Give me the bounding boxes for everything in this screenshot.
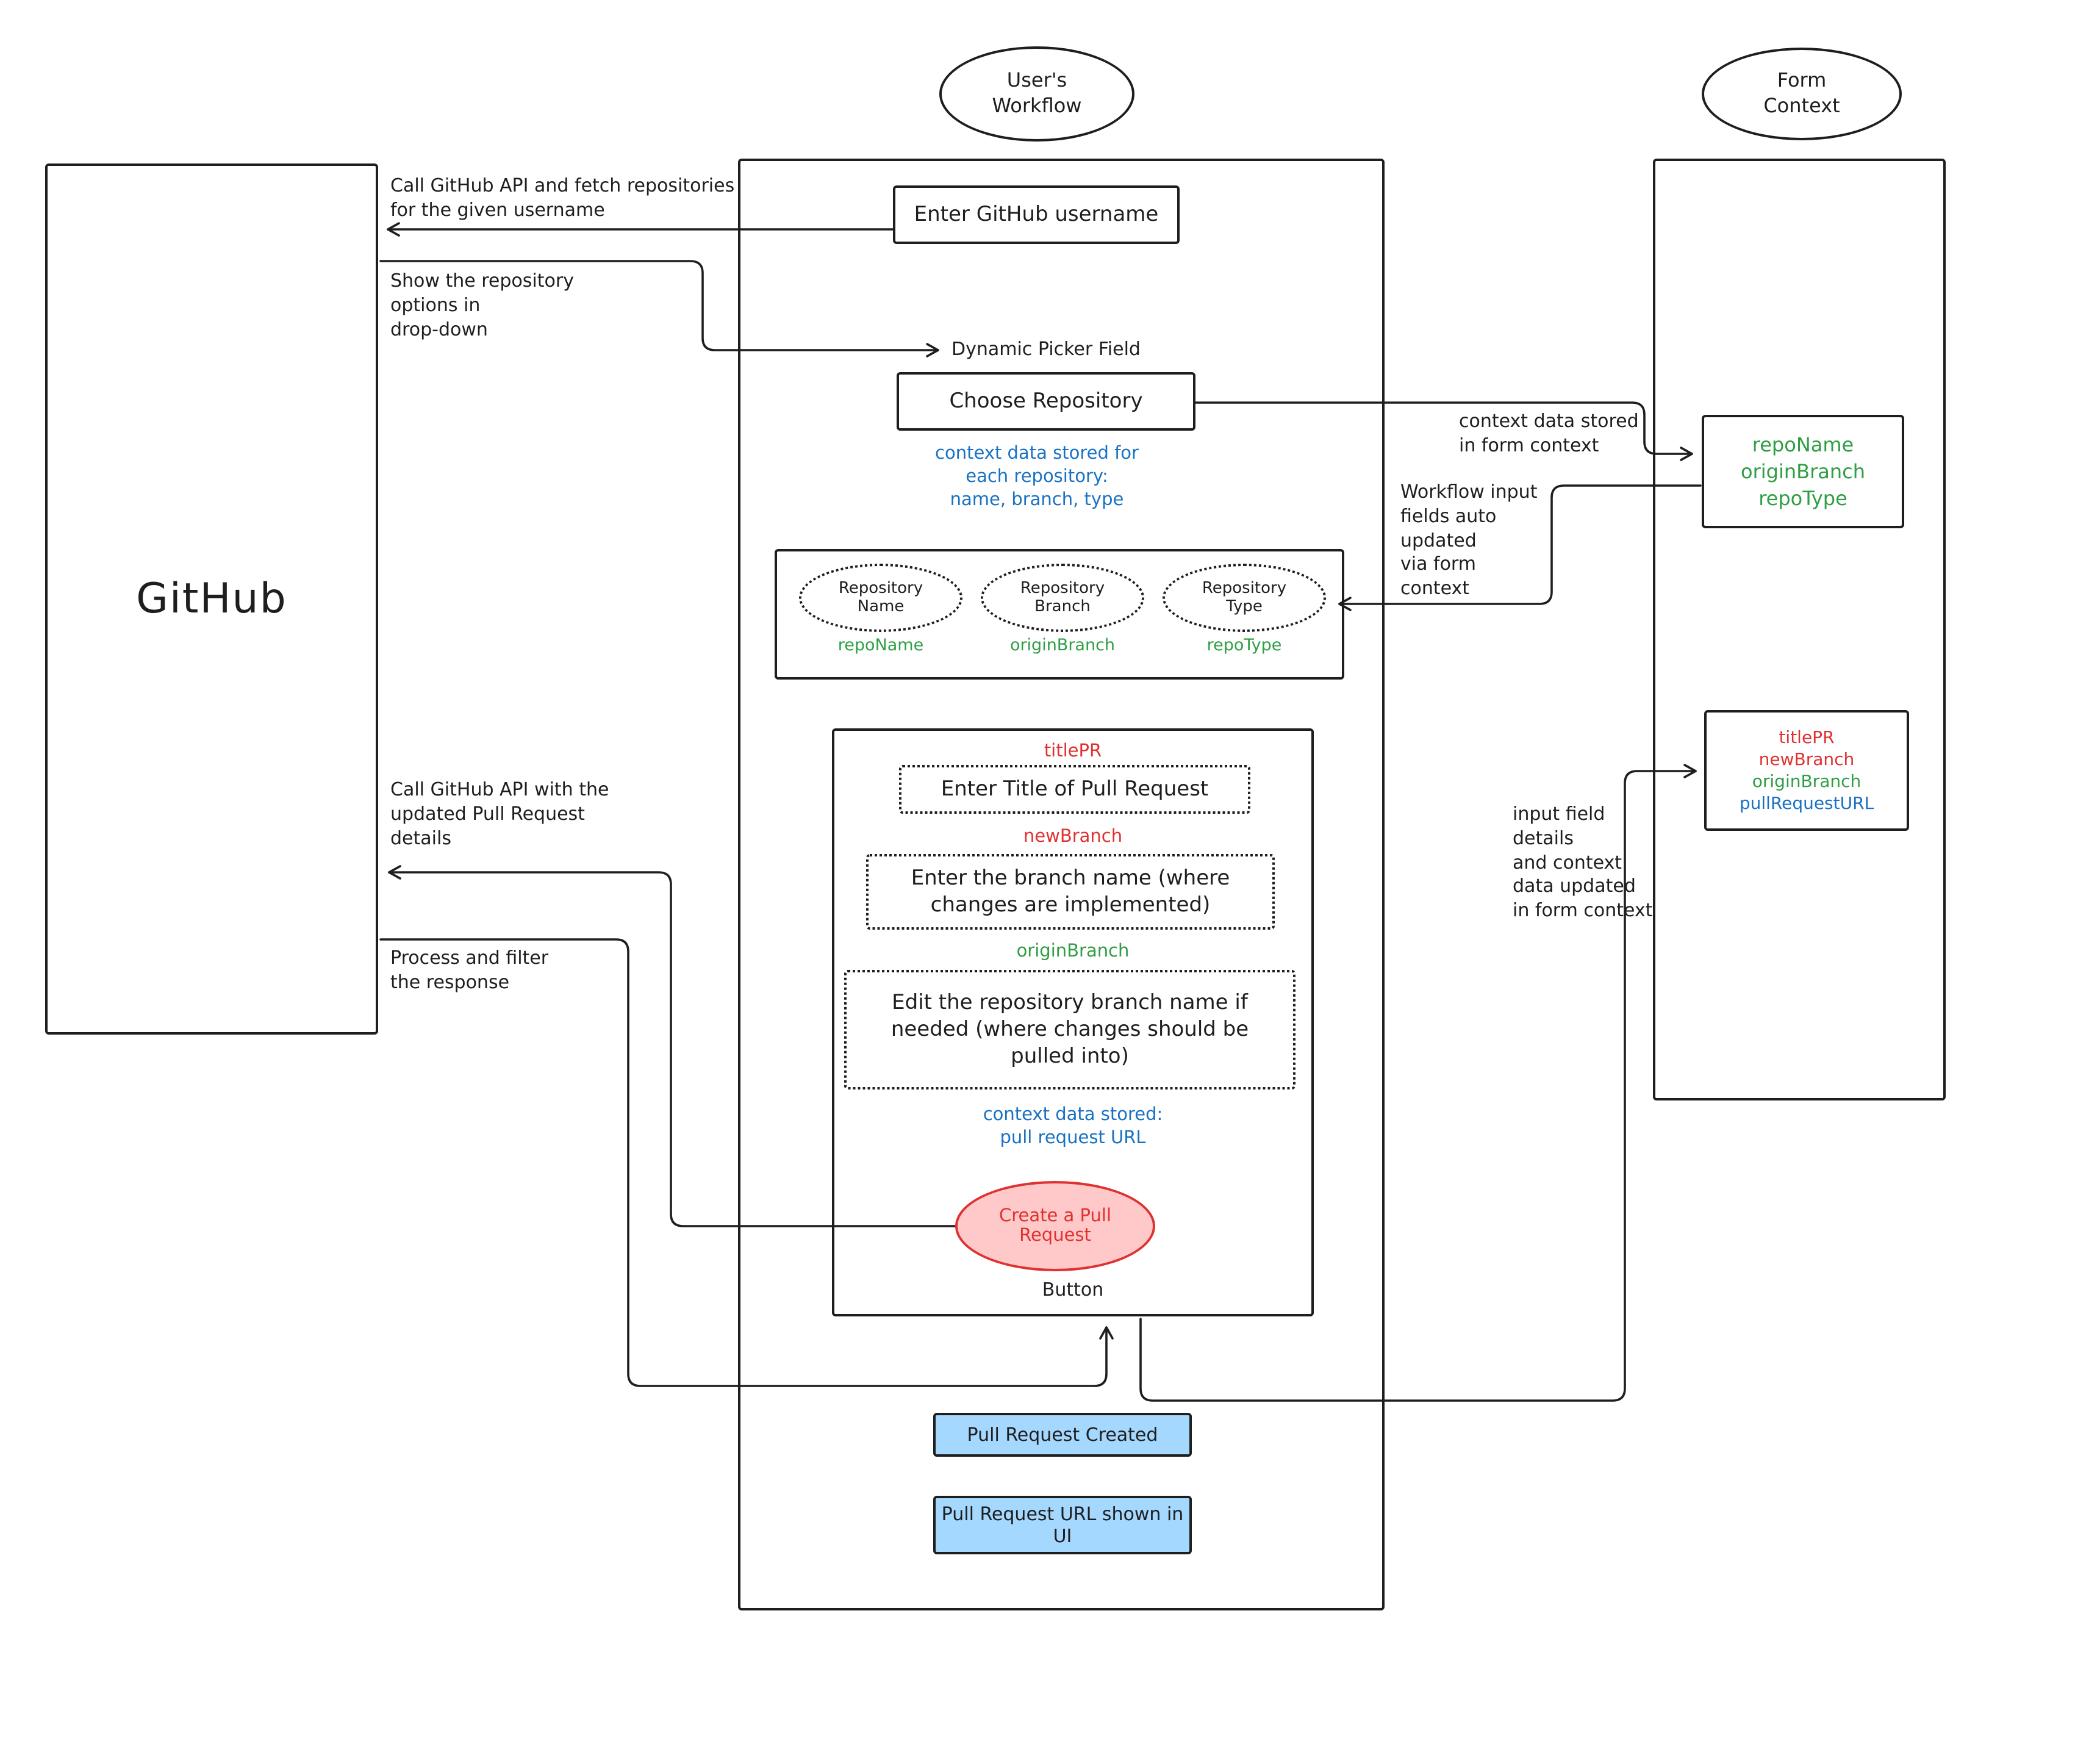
ctx-origin-branch: originBranch (1741, 460, 1865, 483)
create-pr-button-label: Create a Pull Request (998, 1207, 1112, 1246)
form-context-container (1653, 159, 1946, 1100)
repo-context-box: repoName originBranch repoType (1702, 415, 1904, 528)
arrow-call-api-pull-request (388, 865, 956, 1227)
choose-repository-label: Choose Repository (949, 389, 1143, 414)
github-node: GitHub (45, 163, 378, 1035)
ctx-new-branch: newBranch (1758, 750, 1855, 769)
annotation-process-filter: Process and filter the response (390, 947, 549, 993)
originbranch-key: originBranch (1016, 942, 1130, 961)
new-branch-field-label: Enter the branch name (where changes are… (911, 866, 1230, 917)
arrow-input-details-context (1139, 764, 1697, 1402)
repository-branch-field: Repository Branch (981, 564, 1144, 632)
repository-name-field: Repository Name (799, 564, 962, 632)
ctx-origin-branch-2: originBranch (1752, 772, 1862, 791)
repo-type-key: repoType (1206, 636, 1282, 655)
repo-fields-group (775, 549, 1344, 680)
repo-context-note: context data stored for each repository:… (935, 444, 1139, 511)
annotation-call-api-pr: Call GitHub API with the updated Pull Re… (390, 778, 609, 849)
pr-form-group (832, 728, 1314, 1316)
users-workflow-title: User's Workflow (992, 68, 1082, 117)
pr-title-field: Enter Title of Pull Request (899, 765, 1250, 814)
annotation-fetch-repos: Call GitHub API and fetch repositories f… (390, 174, 735, 221)
repository-branch-label: Repository Branch (1020, 580, 1105, 616)
create-pr-button: Create a Pull Request (955, 1181, 1155, 1271)
origin-branch-key: originBranch (1009, 636, 1116, 655)
button-caption: Button (1042, 1279, 1104, 1301)
form-context-ellipse: Form Context (1702, 48, 1902, 140)
choose-repository-node: Choose Repository (897, 372, 1195, 431)
ctx-pull-request-url: pullRequestURL (1739, 794, 1874, 813)
annotation-workflow-auto-update: Workflow input fields auto updated via f… (1400, 481, 1538, 600)
pr-context-note: context data stored: pull request URL (983, 1105, 1163, 1149)
repository-type-label: Repository Type (1202, 580, 1287, 616)
annotation-show-options: Show the repository options in drop-down (390, 270, 574, 340)
pr-title-field-label: Enter Title of Pull Request (941, 777, 1209, 802)
ctx-title-pr: titlePR (1779, 728, 1835, 747)
repository-name-label: Repository Name (838, 580, 923, 616)
arrow-auto-update-fields (1338, 484, 1702, 611)
arrow-context-stored-form (1194, 401, 1693, 461)
origin-branch-field-label: Edit the repository branch name if neede… (891, 990, 1249, 1069)
titlepr-key: titlePR (1044, 742, 1102, 761)
ctx-repo-type: repoType (1758, 487, 1847, 510)
users-workflow-container (738, 159, 1385, 1610)
annotation-input-field-details: input field details and context data upd… (1513, 803, 1653, 922)
ctx-repo-name: repoName (1752, 433, 1854, 456)
pr-created-label: Pull Request Created (967, 1424, 1158, 1446)
repo-name-key: repoName (837, 636, 924, 655)
github-label: GitHub (136, 575, 287, 623)
pr-context-box: titlePR newBranch originBranch pullReque… (1704, 710, 1909, 831)
annotation-context-stored: context data stored in form context (1459, 410, 1639, 456)
users-workflow-ellipse: User's Workflow (939, 46, 1134, 142)
enter-username-node: Enter GitHub username (893, 185, 1180, 244)
enter-username-label: Enter GitHub username (914, 202, 1159, 227)
dynamic-picker-label: Dynamic Picker Field (951, 338, 1141, 360)
pr-created-status: Pull Request Created (933, 1413, 1192, 1457)
arrow-process-filter-response (379, 938, 1114, 1387)
pr-url-label: Pull Request URL shown in UI (941, 1503, 1184, 1547)
repository-type-field: Repository Type (1163, 564, 1326, 632)
newbranch-key: newBranch (1023, 827, 1123, 847)
arrow-show-repo-options (379, 260, 939, 357)
new-branch-field: Enter the branch name (where changes are… (866, 854, 1275, 930)
pr-url-status: Pull Request URL shown in UI (933, 1496, 1192, 1554)
origin-branch-field: Edit the repository branch name if neede… (844, 970, 1295, 1089)
form-context-title: Form Context (1763, 68, 1840, 117)
